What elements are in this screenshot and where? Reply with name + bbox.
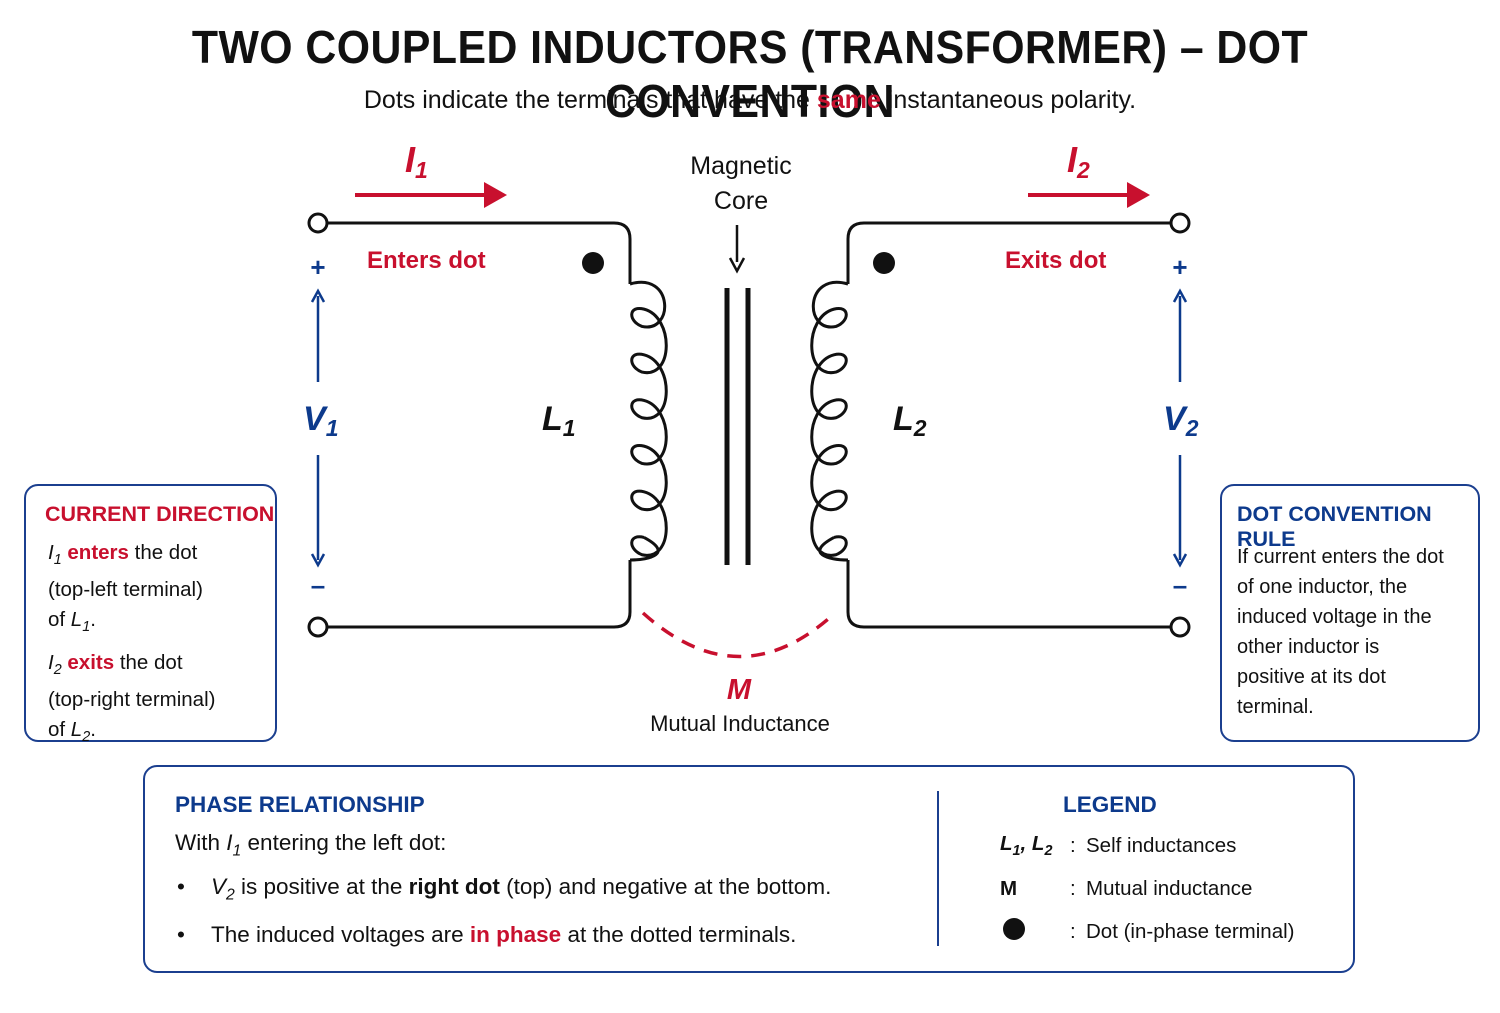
legend-row-dot: : Dot (in-phase terminal) [1000, 910, 1340, 953]
primary-circuit [327, 221, 668, 629]
terminal-bottom-left [307, 616, 329, 638]
dot-rule-text: If current enters the dot of one inducto… [1237, 542, 1477, 722]
page-subtitle: Dots indicate the terminals that have th… [0, 86, 1500, 115]
bullet-mark: • [177, 921, 185, 947]
polarity-dot-primary [582, 252, 604, 274]
current-direction-text: I1 enters the dot (top-left terminal) of… [48, 538, 278, 752]
dot-rule-line: of one inductor, the [1237, 576, 1408, 598]
v1-arrowhead-up [310, 288, 326, 303]
legend-colon: : [1070, 833, 1076, 857]
i1-arrowhead [484, 182, 507, 208]
v2-arrowhead-down [1172, 553, 1188, 568]
subtitle-highlight: same [816, 86, 881, 114]
mutual-inductance-label: Mutual Inductance [650, 711, 830, 736]
polarity-dot-secondary [873, 252, 895, 274]
bullet-mark: • [177, 874, 185, 899]
dot-rule-line: positive at its dot [1237, 666, 1386, 688]
enters-dot-label: Enters dot [367, 247, 486, 274]
mutual-inductance-arc [641, 611, 837, 659]
m-label: M [727, 674, 752, 706]
page-title: TWO COUPLED INDUCTORS (TRANSFORMER) – DO… [191, 21, 1309, 127]
terminal-bottom-right [1169, 616, 1191, 638]
terminal-top-right [1169, 212, 1191, 234]
l1-label: L1 [542, 400, 576, 441]
secondary-bottom-wire [846, 560, 1171, 629]
secondary-circuit [810, 221, 1171, 629]
v1-plus: + [310, 252, 325, 282]
i1-label: I1 [405, 139, 428, 183]
dot-rule-box: DOT CONVENTION RULE If current enters th… [1220, 484, 1480, 742]
dot-rule-heading: DOT CONVENTION RULE [1237, 502, 1432, 551]
dot-rule-line: other inductor is [1237, 636, 1380, 658]
dot-icon [1003, 917, 1025, 940]
core-pointer-arrowhead [728, 257, 746, 274]
dot-rule-line: terminal. [1237, 696, 1314, 718]
legend-heading: LEGEND [1063, 792, 1157, 817]
v1-label: V1 [303, 400, 338, 441]
v1-minus: – [311, 570, 325, 600]
subtitle-text-end: instantaneous polarity. [880, 86, 1137, 114]
phase-heading: PHASE RELATIONSHIP [175, 792, 425, 817]
legend-list: L1, L2: Self inductances M: Mutual inducta… [1000, 824, 1340, 953]
subtitle-text: Dots indicate the terminals that have th… [363, 86, 817, 114]
phase-legend-box: PHASE RELATIONSHIP With I1 entering the … [143, 765, 1355, 973]
primary-coil [629, 280, 668, 562]
current-direction-heading: CURRENT DIRECTION [45, 502, 275, 526]
phase-bullets: •V2 is positive at the right dot (top) a… [175, 857, 935, 948]
phase-bullet-1: •V2 is positive at the right dot (top) a… [177, 874, 832, 904]
phase-intro: With I1 entering the left dot: [175, 830, 447, 860]
v2-label: V2 [1163, 400, 1199, 441]
legend-colon: : [1070, 876, 1076, 900]
terminal-top-left [307, 212, 329, 234]
cd-p1-line1: I1 enters the dot [48, 541, 198, 569]
legend-row-mutual: M: Mutual inductance [1000, 867, 1340, 910]
dot-rule-line: If current enters the dot [1237, 546, 1444, 568]
box-divider [937, 791, 939, 946]
secondary-top-wire [846, 221, 1171, 284]
legend-key-dot [1000, 917, 1070, 946]
l2-label: L2 [893, 400, 927, 441]
cd-p1-line2: (top-left terminal) [48, 578, 203, 602]
secondary-coil [810, 280, 849, 562]
v1-arrowhead-down [310, 553, 326, 568]
legend-desc: Self inductances [1086, 833, 1237, 857]
legend-desc: Mutual inductance [1086, 876, 1253, 900]
cd-p2-line1: I2 exits the dot [48, 651, 183, 679]
core-label-line2: Core [714, 187, 768, 215]
legend-colon: : [1070, 919, 1076, 943]
v2-plus: + [1172, 252, 1187, 282]
core-label-line1: Magnetic [690, 152, 791, 180]
legend-desc: Dot (in-phase terminal) [1086, 919, 1295, 943]
legend-key-m: M [1000, 876, 1018, 900]
cd-p2-line3: of L2. [48, 718, 96, 746]
primary-bottom-wire [327, 560, 632, 629]
legend-row-self: L1, L2: Self inductances [1000, 824, 1340, 867]
phase-bullet-2: •The induced voltages are in phase at th… [177, 921, 797, 947]
v2-arrowhead-up [1172, 288, 1188, 303]
i2-label: I2 [1067, 139, 1090, 183]
current-direction-box: CURRENT DIRECTION I1 enters the dot (top… [24, 484, 277, 745]
v2-minus: – [1173, 570, 1187, 600]
legend-key-l: L1, L2 [1000, 831, 1053, 860]
cd-p1-line3: of L1. [48, 608, 96, 636]
exits-dot-label: Exits dot [1005, 247, 1106, 274]
cd-p2-line2: (top-right terminal) [48, 688, 216, 712]
i2-arrowhead [1127, 182, 1150, 208]
primary-top-wire [327, 221, 632, 284]
dot-rule-line: induced voltage in the [1237, 606, 1432, 628]
